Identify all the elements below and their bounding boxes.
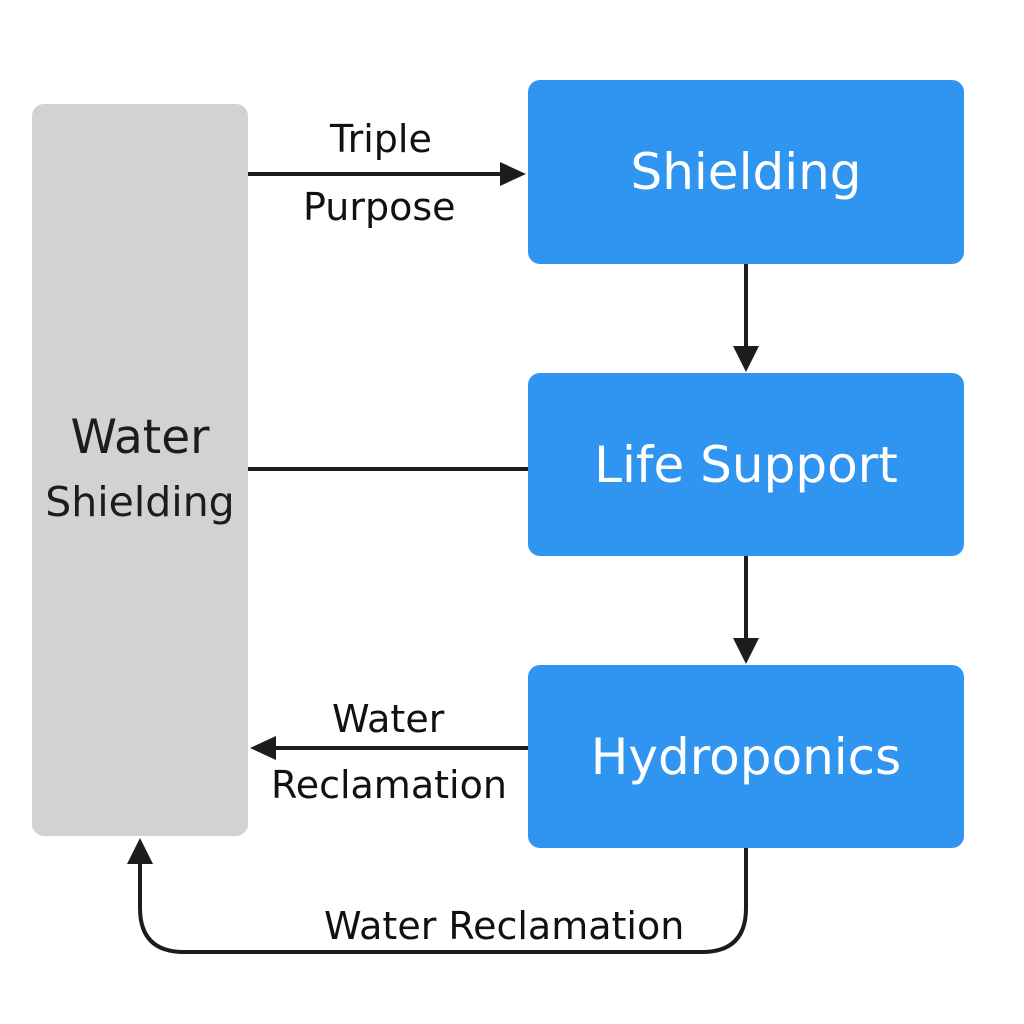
edge-label-water: Water <box>332 697 445 741</box>
node-water-shielding-line2: Shielding <box>45 478 235 526</box>
edge-label-water-reclamation: Water Reclamation <box>324 904 685 948</box>
arrow-bottom-loop <box>138 848 748 954</box>
edge-label-purpose: Purpose <box>303 185 456 229</box>
node-water-shielding-line1: Water <box>70 410 210 465</box>
arrowhead-shielding <box>500 162 526 186</box>
arrowhead-life-support <box>733 346 759 372</box>
arrowhead-water-middle <box>250 736 276 760</box>
node-life-support: Life Support <box>528 373 964 556</box>
node-hydroponics: Hydroponics <box>528 665 964 848</box>
edge-label-reclamation: Reclamation <box>271 763 507 807</box>
node-shielding: Shielding <box>528 80 964 264</box>
arrowhead-water-bottom <box>127 838 153 864</box>
node-water-shielding: Water Shielding <box>32 104 248 836</box>
edge-label-triple: Triple <box>330 117 432 161</box>
arrowhead-hydroponics <box>733 638 759 664</box>
